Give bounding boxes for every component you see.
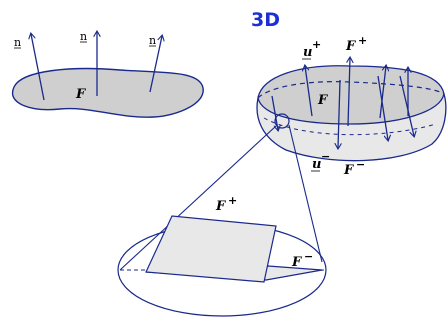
- right-body: u + F + F u − F −: [256, 34, 447, 178]
- F-minus-label: F: [343, 163, 354, 178]
- normal-label-2: n: [80, 30, 87, 43]
- zoom-F-minus-sup: −: [304, 250, 313, 263]
- zoom-F-plus-sup: +: [228, 194, 237, 207]
- zoom-F-minus-label: F: [291, 255, 302, 270]
- normal-arrow-1: [31, 34, 45, 101]
- zoom-line-right: [288, 124, 323, 263]
- normal-label-3: n: [149, 34, 156, 47]
- u-minus-sup: −: [321, 150, 330, 163]
- left-surface-label: F: [75, 87, 86, 102]
- title-3d: 3D: [251, 9, 280, 31]
- normal-label-1: n: [14, 36, 21, 49]
- zoom-marker-circle: [274, 113, 290, 129]
- u-minus-arrow-3: [377, 75, 388, 140]
- zoom-detail: F + F −: [117, 194, 327, 317]
- u-plus-arrow-1: [305, 66, 313, 117]
- zoom-F-plus-label: F: [215, 199, 226, 214]
- left-surface: n n n F: [11, 30, 204, 118]
- right-surface-label: F: [317, 93, 328, 108]
- u-plus-arrow-2: [348, 58, 350, 127]
- u-minus-label: u: [312, 157, 321, 172]
- u-minus-arrow-2: [338, 79, 340, 148]
- zoom-line-left: [119, 125, 277, 271]
- F-plus-label: F: [345, 39, 356, 54]
- normal-arrow-3: [149, 36, 162, 93]
- u-minus-arrow-1: [271, 95, 278, 130]
- F-plus-sup: +: [358, 34, 367, 47]
- F-plus-sheet: [145, 215, 277, 283]
- u-plus-label: u: [303, 45, 312, 60]
- u-minus-arrow-4: [399, 75, 414, 136]
- u-plus-arrow-3: [379, 66, 386, 119]
- u-plus-sup: +: [312, 38, 321, 51]
- F-minus-sup: −: [356, 158, 365, 171]
